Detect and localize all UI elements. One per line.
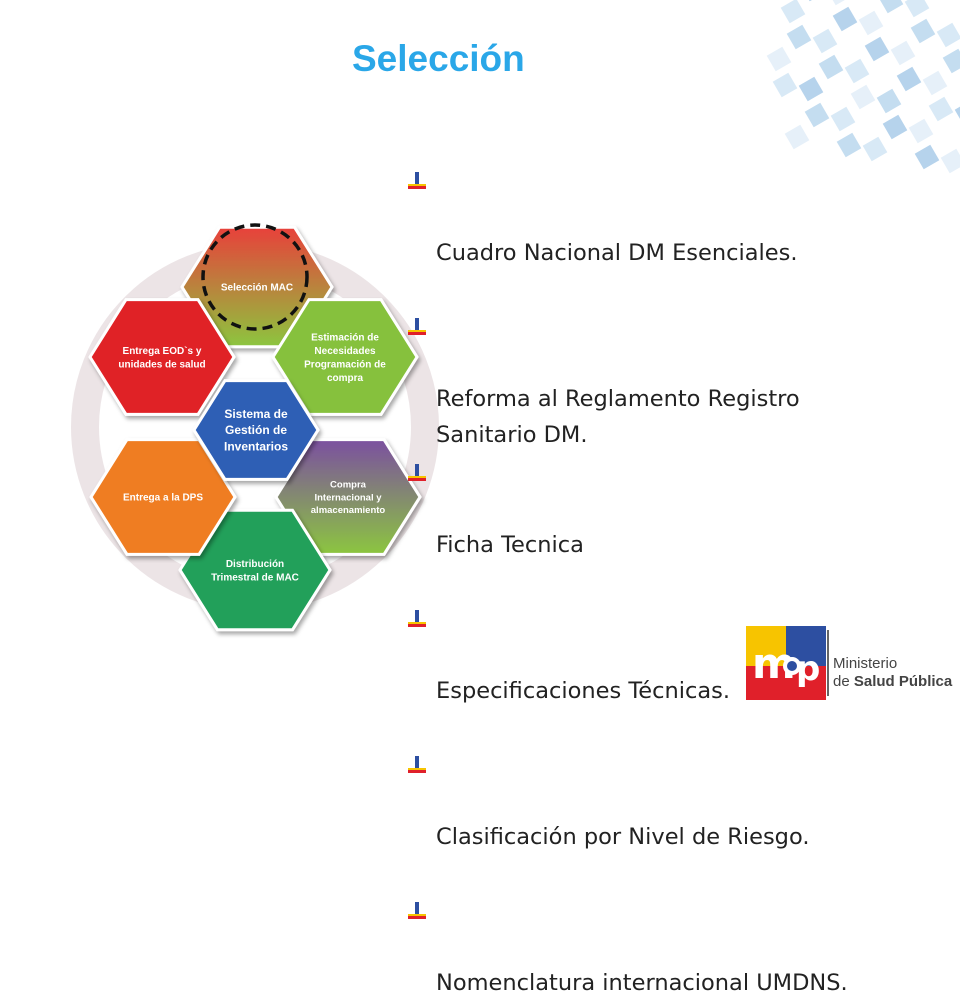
corner-pattern-tile [878,0,904,14]
corner-pattern-tile [882,114,908,140]
hex-label: Inventarios [224,439,288,453]
slide-title: Selección [352,38,525,79]
bullet-text: Ficha Tecnica [436,532,584,558]
hex-shape [178,508,332,632]
logo-line-2-bold: Salud Pública [853,673,953,690]
bullet-marker-icon [408,172,426,189]
bullet-marker-icon [408,756,426,773]
hex-label: Entrega a la DPS [123,493,203,504]
slide: Selección Selección MAC Estimación de Nece… [71,0,960,996]
hex-label: Distribución [226,559,284,570]
corner-pattern-tile [784,124,810,150]
bullet-marker-icon [408,464,426,481]
logo-wordmark: Ministerio de Salud Pública [833,655,952,691]
hex-shape [271,298,419,416]
hex-label: Internacional y [314,492,382,503]
hex-label: Entrega EOD`s y [123,346,202,357]
corner-pattern-tile [876,88,902,114]
hex-shape [192,379,320,481]
bullet-marker-icon [408,902,426,919]
corner-pattern-tile [890,40,916,66]
corner-pattern-tile [896,66,922,92]
hex-label: Sistema de [224,407,288,421]
ministry-logo: m p [746,622,946,712]
hex-label: Gestión de [225,423,287,437]
corner-pattern-tile [812,28,838,54]
corner-pattern-tile [836,132,862,158]
bullet-text: Reforma al Reglamento Registro Sanitario… [436,386,800,448]
corner-pattern-tile [850,84,876,110]
highlight-circle [201,223,309,331]
corner-pattern-tile [908,118,934,144]
corner-pattern-tile [844,58,870,84]
bullet-item: Clasificación por Nivel de Riesgo. [406,747,946,855]
hex-shape [274,438,422,556]
corner-pattern-tile [864,36,890,62]
hex-label: almacenamiento [311,505,386,516]
hex-label: compra [327,373,364,384]
logo-line-1: Ministerio [833,655,898,672]
corner-pattern-tile [780,0,806,24]
hex-node-entrega-eod: Entrega EOD`s y unidades de salud [88,298,236,416]
bullet-marker-icon [408,610,426,627]
bullet-text: Especificaciones Técnicas. [436,678,731,704]
bullet-text: Clasificación por Nivel de Riesgo. [436,824,810,850]
hex-center-node: Sistema de Gestión de Inventarios [192,379,320,481]
corner-pattern-tile [942,48,960,74]
bullet-list: Cuadro Nacional DM Esenciales. Reforma a… [406,163,946,1001]
corner-pattern-tile [766,46,792,72]
corner-pattern-tile [904,0,930,18]
hex-label: Selección MAC [221,283,293,294]
corner-pattern-tile [786,24,812,50]
corner-pattern-tile [922,70,948,96]
hex-label: Estimación de [311,332,379,343]
bullet-text: Cuadro Nacional DM Esenciales. [436,240,798,266]
bullet-item: Nomenclatura internacional UMDNS. [406,893,946,1001]
svg-text:p: p [796,649,820,689]
corner-decoration [766,0,960,174]
corner-pattern-tile [798,76,824,102]
hex-label: Necesidades [314,346,376,357]
corner-pattern-tile [936,22,960,48]
corner-pattern-tile [914,144,940,170]
hex-label: Programación de [304,359,386,370]
corner-pattern-tile [910,18,936,44]
corner-pattern-tile [858,10,884,36]
bullet-item: Especificaciones Técnicas. [406,601,946,709]
msp-logo-mark: m p [746,626,826,700]
corner-pattern-tile [772,72,798,98]
bullet-marker-icon [408,318,426,335]
process-diagram: Selección MAC Estimación de NecesidadesPro… [71,223,439,632]
logo-line-2: de Salud Pública [833,673,952,691]
bullet-item: Ficha Tecnica [406,455,946,563]
logo-divider [827,630,829,696]
bullet-item: Cuadro Nacional DM Esenciales. [406,163,946,271]
bullet-text: Nomenclatura internacional UMDNS. [436,970,848,996]
corner-pattern-tile [928,96,954,122]
logo-line-2-prefix: de [833,673,854,690]
corner-pattern-tile [818,54,844,80]
bullet-item: Reforma al Reglamento Registro Sanitario… [406,309,946,453]
corner-pattern-tile [940,148,960,174]
hex-label: Trimestral de MAC [211,572,299,583]
hex-label: unidades de salud [118,359,205,370]
corner-pattern-tile [804,102,830,128]
corner-pattern-tile [830,106,856,132]
corner-pattern-tile [832,6,858,32]
hex-shape [88,298,236,416]
corner-pattern-tile [862,136,888,162]
hex-label: Compra [330,480,367,491]
